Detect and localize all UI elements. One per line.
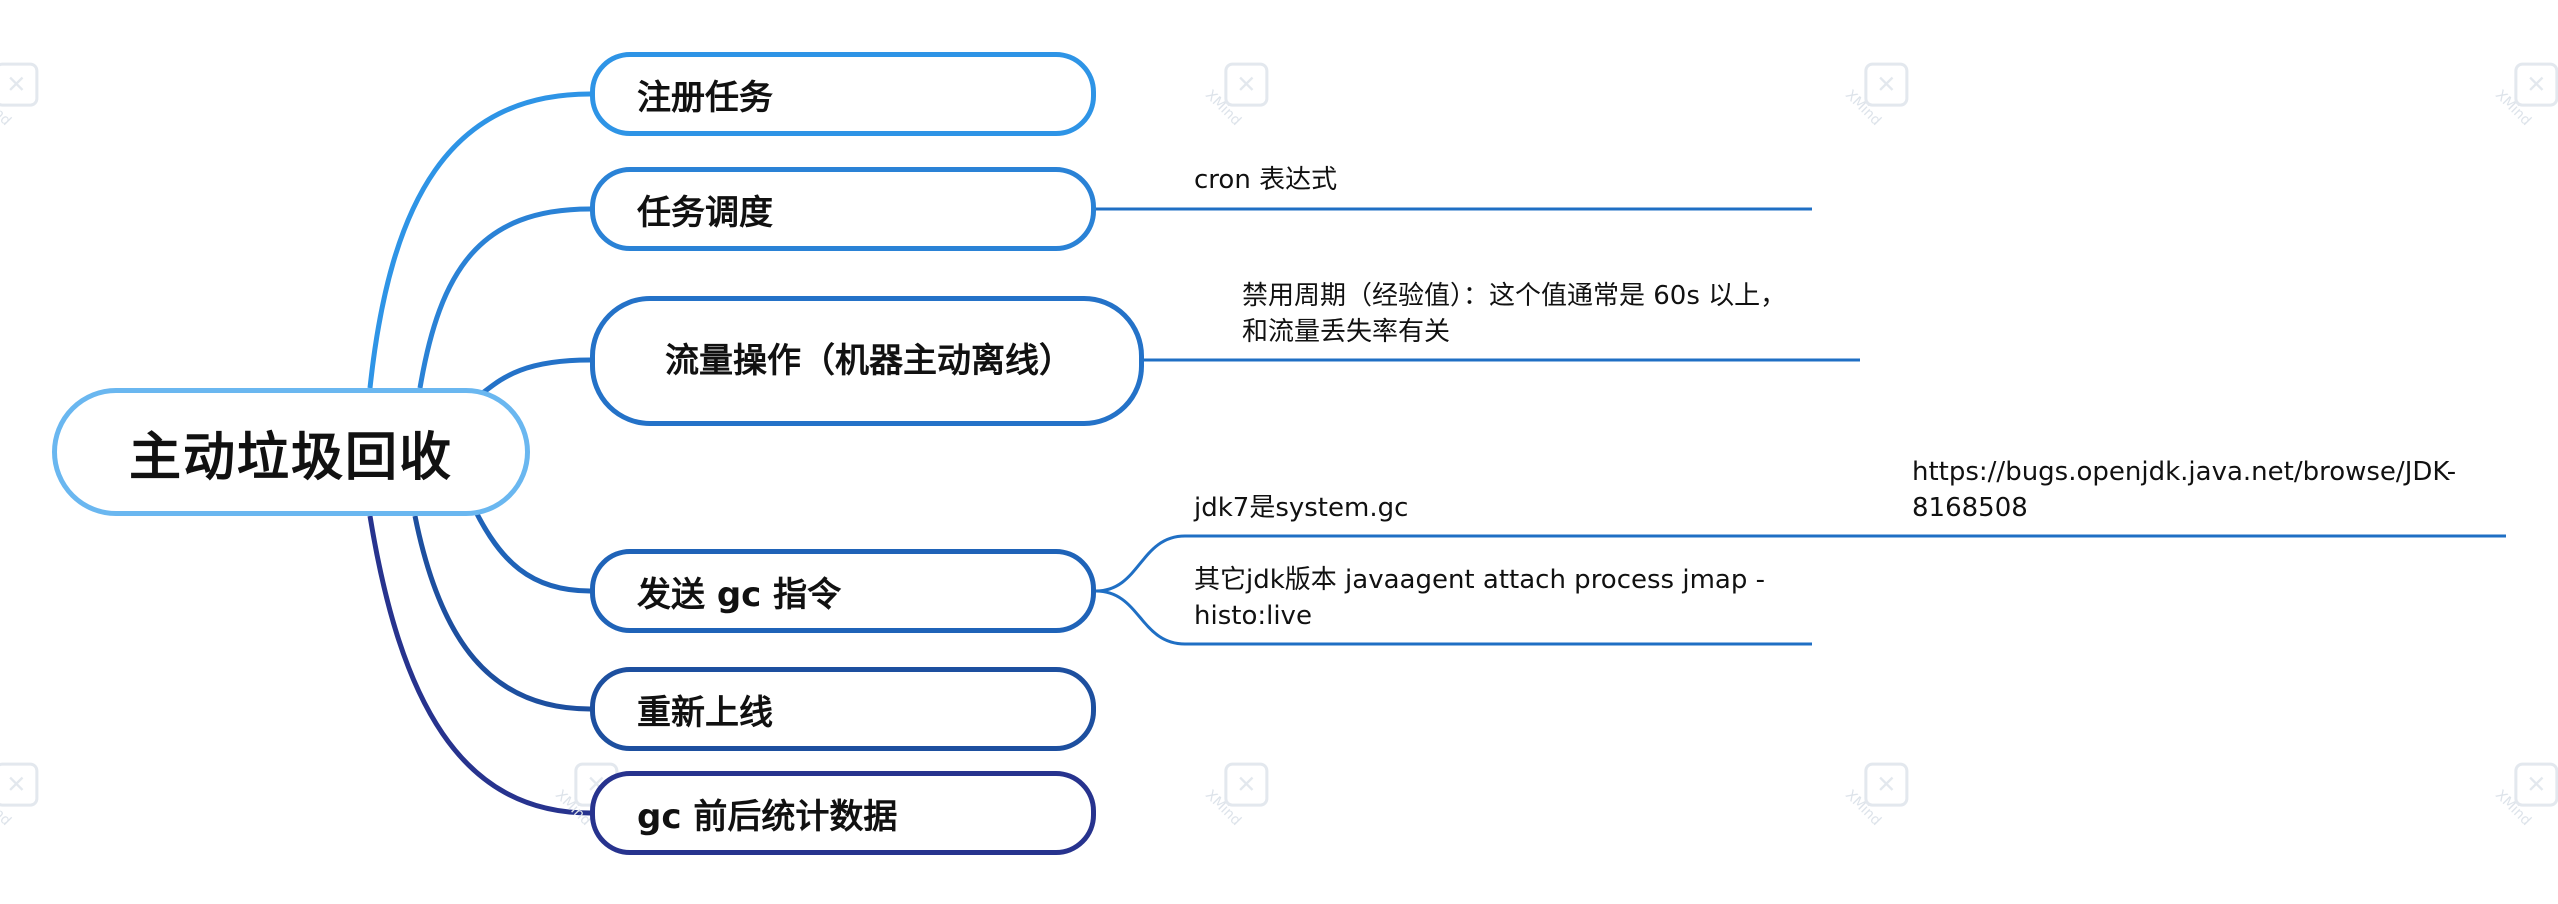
subtopic-label-line2: histo:live <box>1194 601 1312 631</box>
xmind-logo-icon: ✕ <box>1224 762 1269 807</box>
subtopic-label-line1: 其它jdk版本 javaagent attach process jmap - <box>1194 565 1765 595</box>
subtopic-label: cron 表达式 <box>1194 165 1338 195</box>
topic-label: 任务调度 <box>637 192 773 233</box>
subtopic-disable-period[interactable]: 禁用周期（经验值）：这个值通常是 60s 以上， 和流量丢失率有关 <box>1242 278 1786 350</box>
xmind-logo-icon: ✕ <box>1224 62 1269 107</box>
connector-root-topic1 <box>367 91 591 389</box>
xmind-logo-icon: ✕ <box>1864 62 1909 107</box>
connector-root-topic3 <box>478 357 591 397</box>
subtopic-label-line2: 和流量丢失率有关 <box>1242 317 1451 347</box>
topic-back-online[interactable]: 重新上线 <box>590 667 1096 751</box>
subtopic-cron-expression[interactable]: cron 表达式 <box>1194 162 1337 198</box>
topic-register-task[interactable]: 注册任务 <box>590 52 1096 136</box>
leaf-line-jdk7 <box>1095 534 1910 593</box>
subtopic-label-line1: 禁用周期（经验值）：这个值通常是 60s 以上， <box>1242 281 1787 311</box>
xmind-logo-icon: ✕ <box>2514 762 2558 807</box>
connector-root-topic2 <box>417 206 591 389</box>
central-topic-label: 主动垃圾回收 <box>128 427 453 488</box>
connector-root-topic4 <box>472 508 591 594</box>
xmind-logo-icon: ✕ <box>2514 62 2558 107</box>
topic-label: 流量操作（机器主动离线） <box>665 341 1073 381</box>
xmind-logo-icon: ✕ <box>0 762 39 807</box>
subtopic-other-jdk-versions[interactable]: 其它jdk版本 javaagent attach process jmap - … <box>1194 562 1765 634</box>
topic-task-scheduling[interactable]: 任务调度 <box>590 167 1096 251</box>
topic-traffic-operation[interactable]: 流量操作（机器主动离线） <box>590 296 1144 426</box>
leaf-line-other-jdk <box>1095 589 1812 646</box>
topic-label: gc 前后统计数据 <box>637 796 898 837</box>
central-topic[interactable]: 主动垃圾回收 <box>52 388 530 516</box>
subtopic-jdk7-system-gc[interactable]: jdk7是system.gc <box>1194 490 1408 526</box>
subtopic-openjdk-bug-link[interactable]: https://bugs.openjdk.java.net/browse/JDK… <box>1912 454 2456 526</box>
subtopic-label-line2: 8168508 <box>1912 493 2028 523</box>
xmind-logo-icon: ✕ <box>1864 762 1909 807</box>
connector-root-topic6 <box>367 515 591 816</box>
subtopic-label-line1: https://bugs.openjdk.java.net/browse/JDK… <box>1912 457 2457 487</box>
topic-label: 重新上线 <box>637 692 773 733</box>
topic-gc-statistics[interactable]: gc 前后统计数据 <box>590 771 1096 855</box>
xmind-logo-icon: ✕ <box>0 62 39 107</box>
connector-root-topic5 <box>412 515 591 712</box>
topic-label: 发送 gc 指令 <box>637 574 842 615</box>
topic-label: 注册任务 <box>637 77 773 118</box>
topic-send-gc-command[interactable]: 发送 gc 指令 <box>590 549 1096 633</box>
subtopic-label: jdk7是system.gc <box>1194 493 1409 523</box>
